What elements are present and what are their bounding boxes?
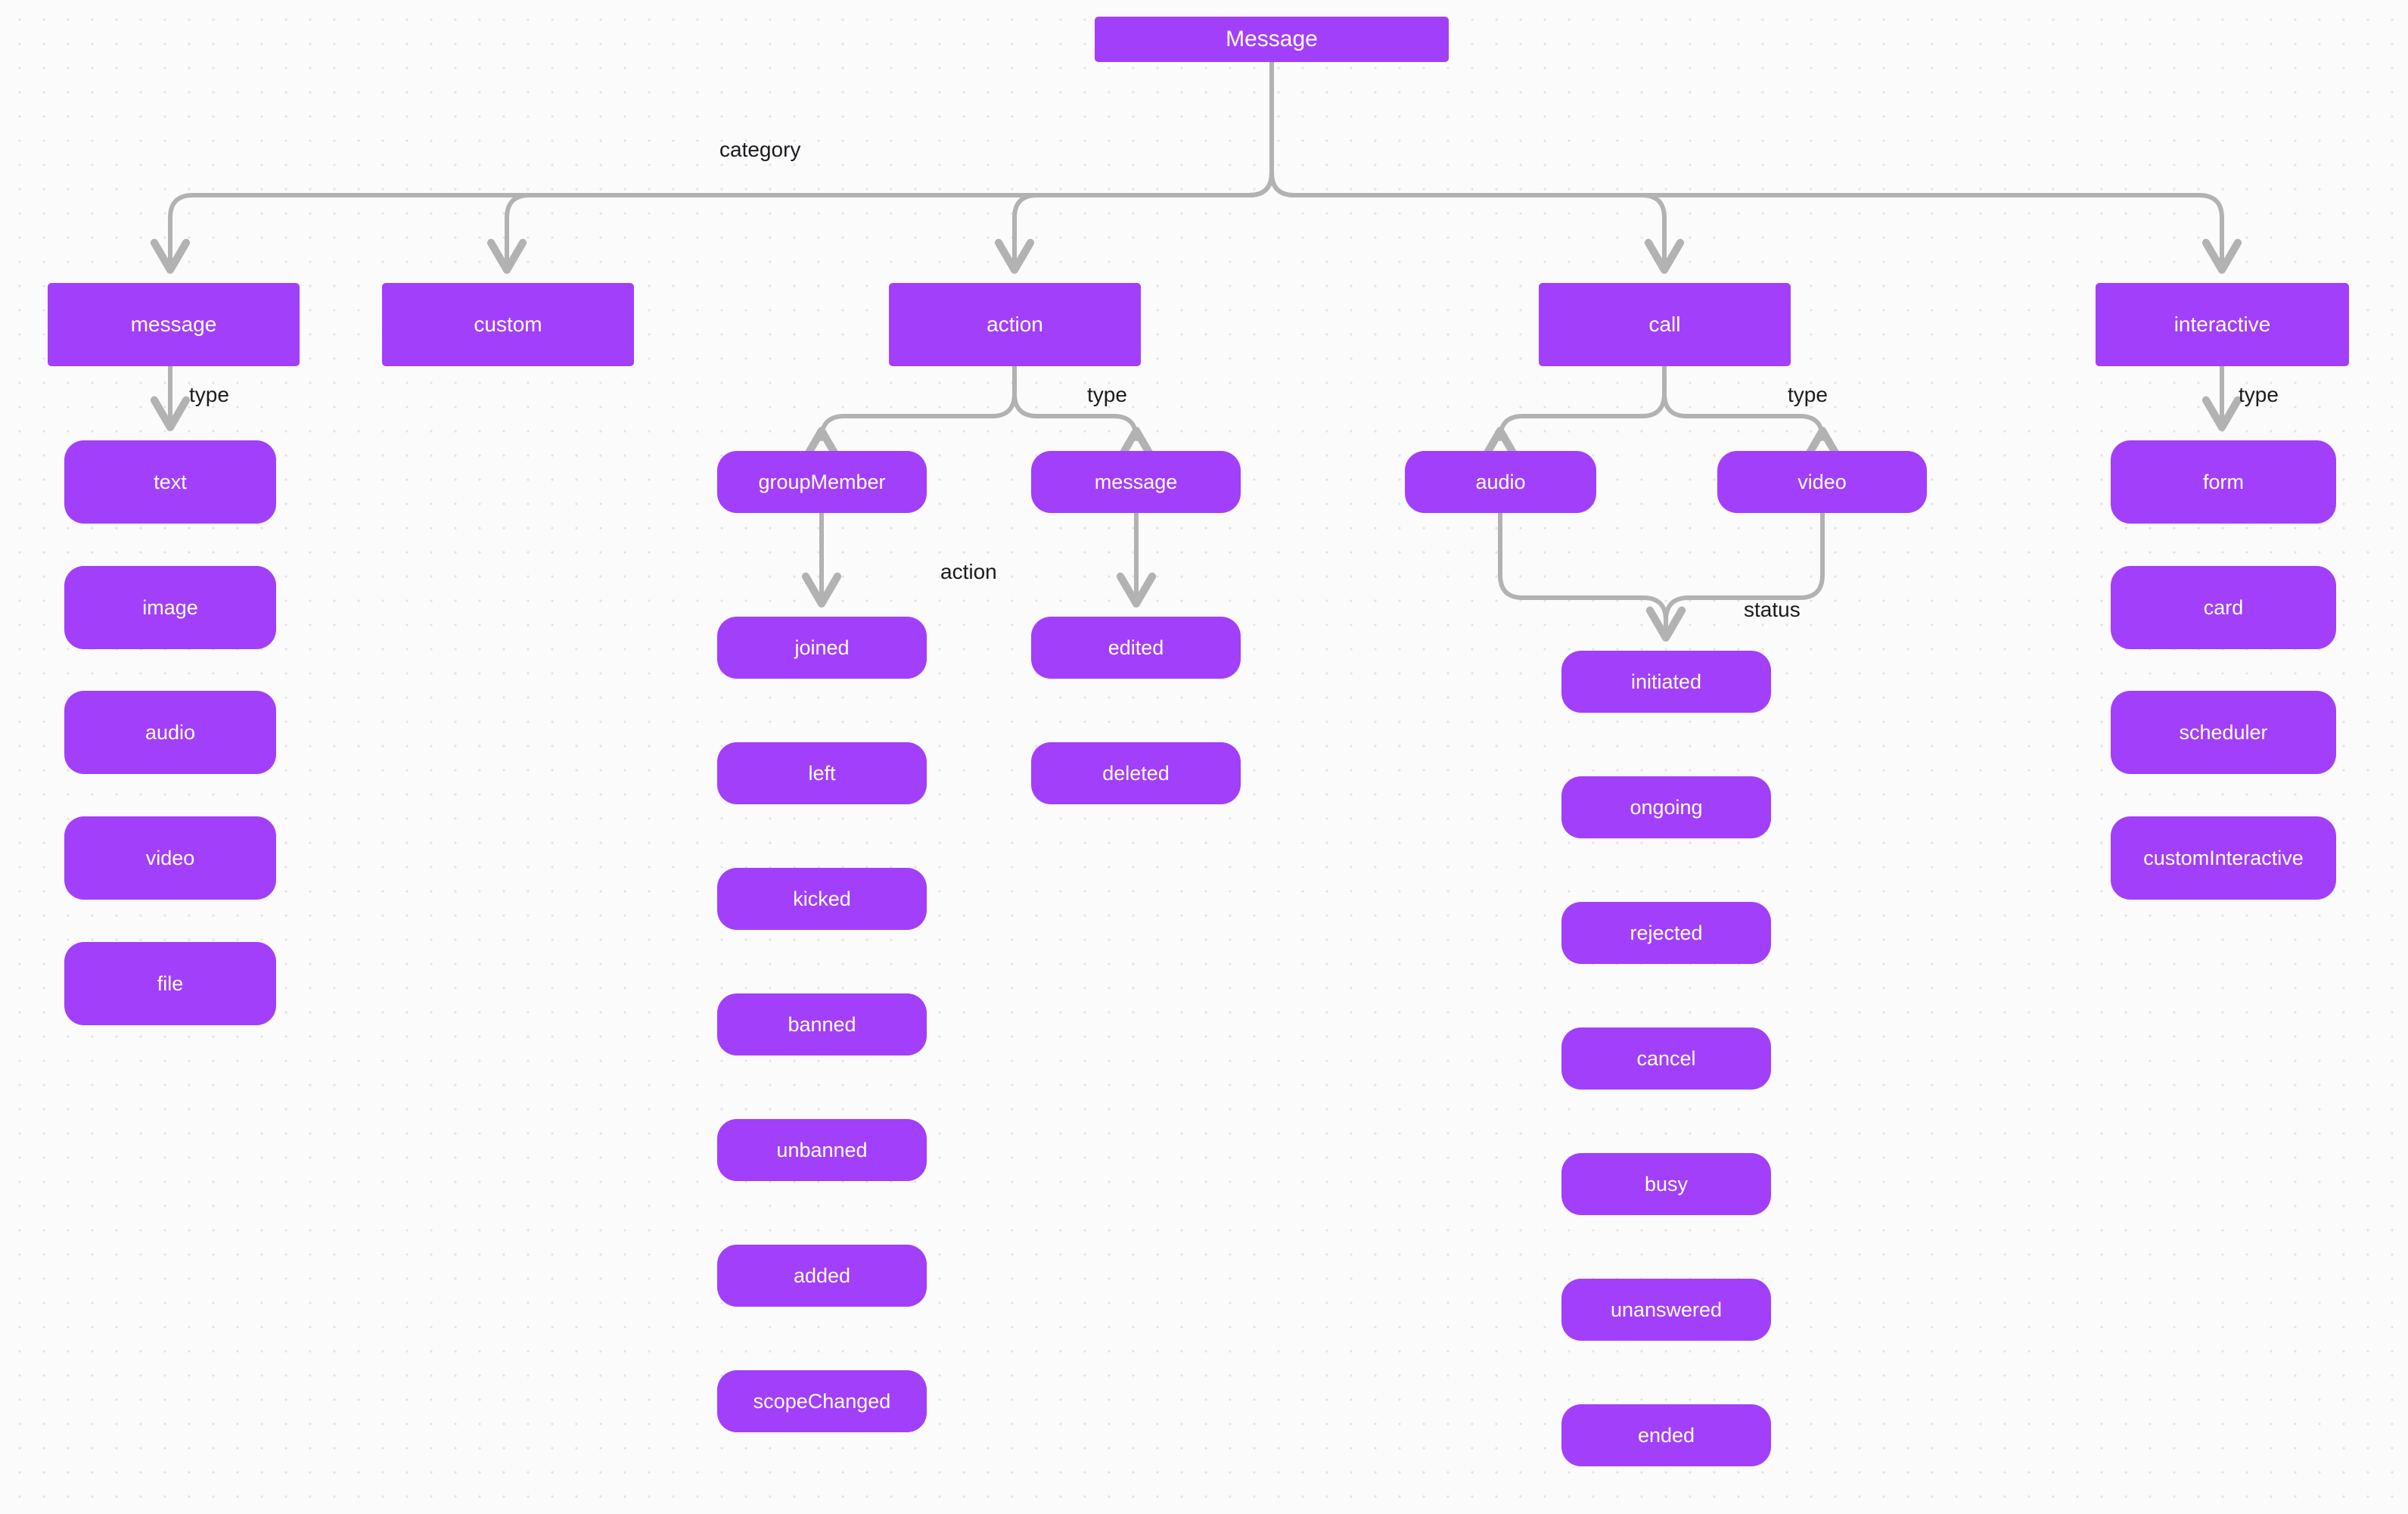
node-call-status-busy[interactable]: busy bbox=[1561, 1153, 1771, 1215]
node-call-status-initiated[interactable]: initiated bbox=[1561, 651, 1771, 713]
node-label: message bbox=[1094, 470, 1178, 493]
node-label: rejected bbox=[1630, 921, 1703, 944]
node-message-type-video[interactable]: video bbox=[64, 816, 276, 900]
edge-root-to-message bbox=[150, 60, 1274, 274]
node-label: busy bbox=[1644, 1172, 1689, 1195]
node-label: text bbox=[154, 470, 187, 493]
node-label: initiated bbox=[1630, 670, 1702, 693]
node-category-call[interactable]: call bbox=[1539, 283, 1791, 366]
node-interactive-type-form[interactable]: form bbox=[2111, 440, 2336, 524]
node-groupmember-action-kicked[interactable]: kicked bbox=[717, 868, 927, 930]
edge-label-type-call: type bbox=[1788, 383, 1828, 406]
node-label: deleted bbox=[1102, 761, 1170, 785]
node-message-root[interactable]: Message bbox=[1095, 17, 1449, 62]
edge-call-to-audio bbox=[1480, 364, 1667, 462]
node-interactive-type-custominteractive[interactable]: customInteractive bbox=[2111, 816, 2336, 900]
node-category-custom[interactable]: custom bbox=[382, 283, 634, 366]
node-label: unbanned bbox=[776, 1138, 868, 1161]
edge-audio-to-initiated bbox=[1498, 511, 1686, 642]
edge-label-action: action bbox=[940, 560, 997, 583]
edge-root-to-custom bbox=[486, 60, 1274, 274]
edge-label-type-interactive: type bbox=[2239, 383, 2279, 406]
node-label: unanswered bbox=[1610, 1298, 1723, 1321]
edge-root-to-action bbox=[994, 60, 1274, 274]
node-groupmember-action-scopechanged[interactable]: scopeChanged bbox=[717, 1370, 927, 1432]
node-groupmember-action-added[interactable]: added bbox=[717, 1245, 927, 1307]
node-groupmember-action-joined[interactable]: joined bbox=[717, 617, 927, 679]
edge-root-to-interactive bbox=[1269, 60, 2242, 274]
node-groupmember-action-banned[interactable]: banned bbox=[717, 993, 927, 1055]
node-label: left bbox=[808, 761, 836, 785]
node-label: scheduler bbox=[2179, 720, 2268, 744]
node-message-type-text[interactable]: text bbox=[64, 440, 276, 524]
node-action-type-message[interactable]: message bbox=[1031, 451, 1241, 513]
node-category-message[interactable]: message bbox=[48, 283, 300, 366]
node-label: added bbox=[793, 1264, 851, 1287]
node-call-status-rejected[interactable]: rejected bbox=[1561, 902, 1771, 964]
node-label: interactive bbox=[2173, 312, 2271, 337]
node-label: groupMember bbox=[758, 470, 886, 493]
node-label: action bbox=[987, 312, 1043, 337]
edge-action-to-groupmember bbox=[801, 364, 1017, 462]
node-message-type-image[interactable]: image bbox=[64, 566, 276, 649]
node-call-status-ongoing[interactable]: ongoing bbox=[1561, 776, 1771, 838]
node-groupmember-action-left[interactable]: left bbox=[717, 742, 927, 804]
node-label: ended bbox=[1637, 1423, 1695, 1447]
node-message-action-deleted[interactable]: deleted bbox=[1031, 742, 1241, 804]
node-message-action-edited[interactable]: edited bbox=[1031, 617, 1241, 679]
node-category-interactive[interactable]: interactive bbox=[2096, 283, 2349, 366]
edge-label-type-message: type bbox=[189, 383, 229, 406]
node-label: banned bbox=[788, 1012, 856, 1036]
node-label: scopeChanged bbox=[753, 1389, 891, 1413]
node-label: message bbox=[130, 312, 217, 337]
node-label: audio bbox=[1475, 470, 1526, 493]
node-interactive-type-card[interactable]: card bbox=[2111, 566, 2336, 649]
node-label: file bbox=[157, 972, 184, 995]
node-label: form bbox=[2203, 470, 2244, 493]
node-label: audio bbox=[144, 720, 196, 744]
node-label: video bbox=[1797, 470, 1847, 493]
node-category-action[interactable]: action bbox=[889, 283, 1141, 366]
node-call-status-unanswered[interactable]: unanswered bbox=[1561, 1279, 1771, 1341]
edge-label-category: category bbox=[719, 138, 801, 161]
edge-label-type-action: type bbox=[1087, 383, 1127, 406]
node-call-status-ended[interactable]: ended bbox=[1561, 1404, 1771, 1466]
node-message-type-file[interactable]: file bbox=[64, 942, 276, 1025]
edge-root-to-call bbox=[1269, 60, 1685, 274]
node-label: ongoing bbox=[1630, 795, 1703, 819]
node-groupmember-action-unbanned[interactable]: unbanned bbox=[717, 1119, 927, 1181]
node-call-type-audio[interactable]: audio bbox=[1405, 451, 1596, 513]
node-label: call bbox=[1648, 312, 1681, 337]
node-label: Message bbox=[1226, 26, 1318, 51]
node-label: video bbox=[145, 846, 195, 869]
node-label: joined bbox=[794, 636, 850, 659]
node-action-type-groupmember[interactable]: groupMember bbox=[717, 451, 927, 513]
node-label: customInteractive bbox=[2143, 846, 2304, 869]
node-label: edited bbox=[1108, 636, 1164, 659]
node-message-type-audio[interactable]: audio bbox=[64, 691, 276, 774]
edge-label-status: status bbox=[1744, 598, 1801, 621]
node-label: cancel bbox=[1636, 1046, 1696, 1070]
node-call-status-cancel[interactable]: cancel bbox=[1561, 1027, 1771, 1090]
node-interactive-type-scheduler[interactable]: scheduler bbox=[2111, 691, 2336, 774]
node-label: image bbox=[142, 595, 198, 619]
node-label: custom bbox=[474, 312, 542, 337]
node-call-type-video[interactable]: video bbox=[1717, 451, 1927, 513]
node-label: kicked bbox=[793, 887, 851, 910]
node-label: card bbox=[2203, 595, 2244, 619]
